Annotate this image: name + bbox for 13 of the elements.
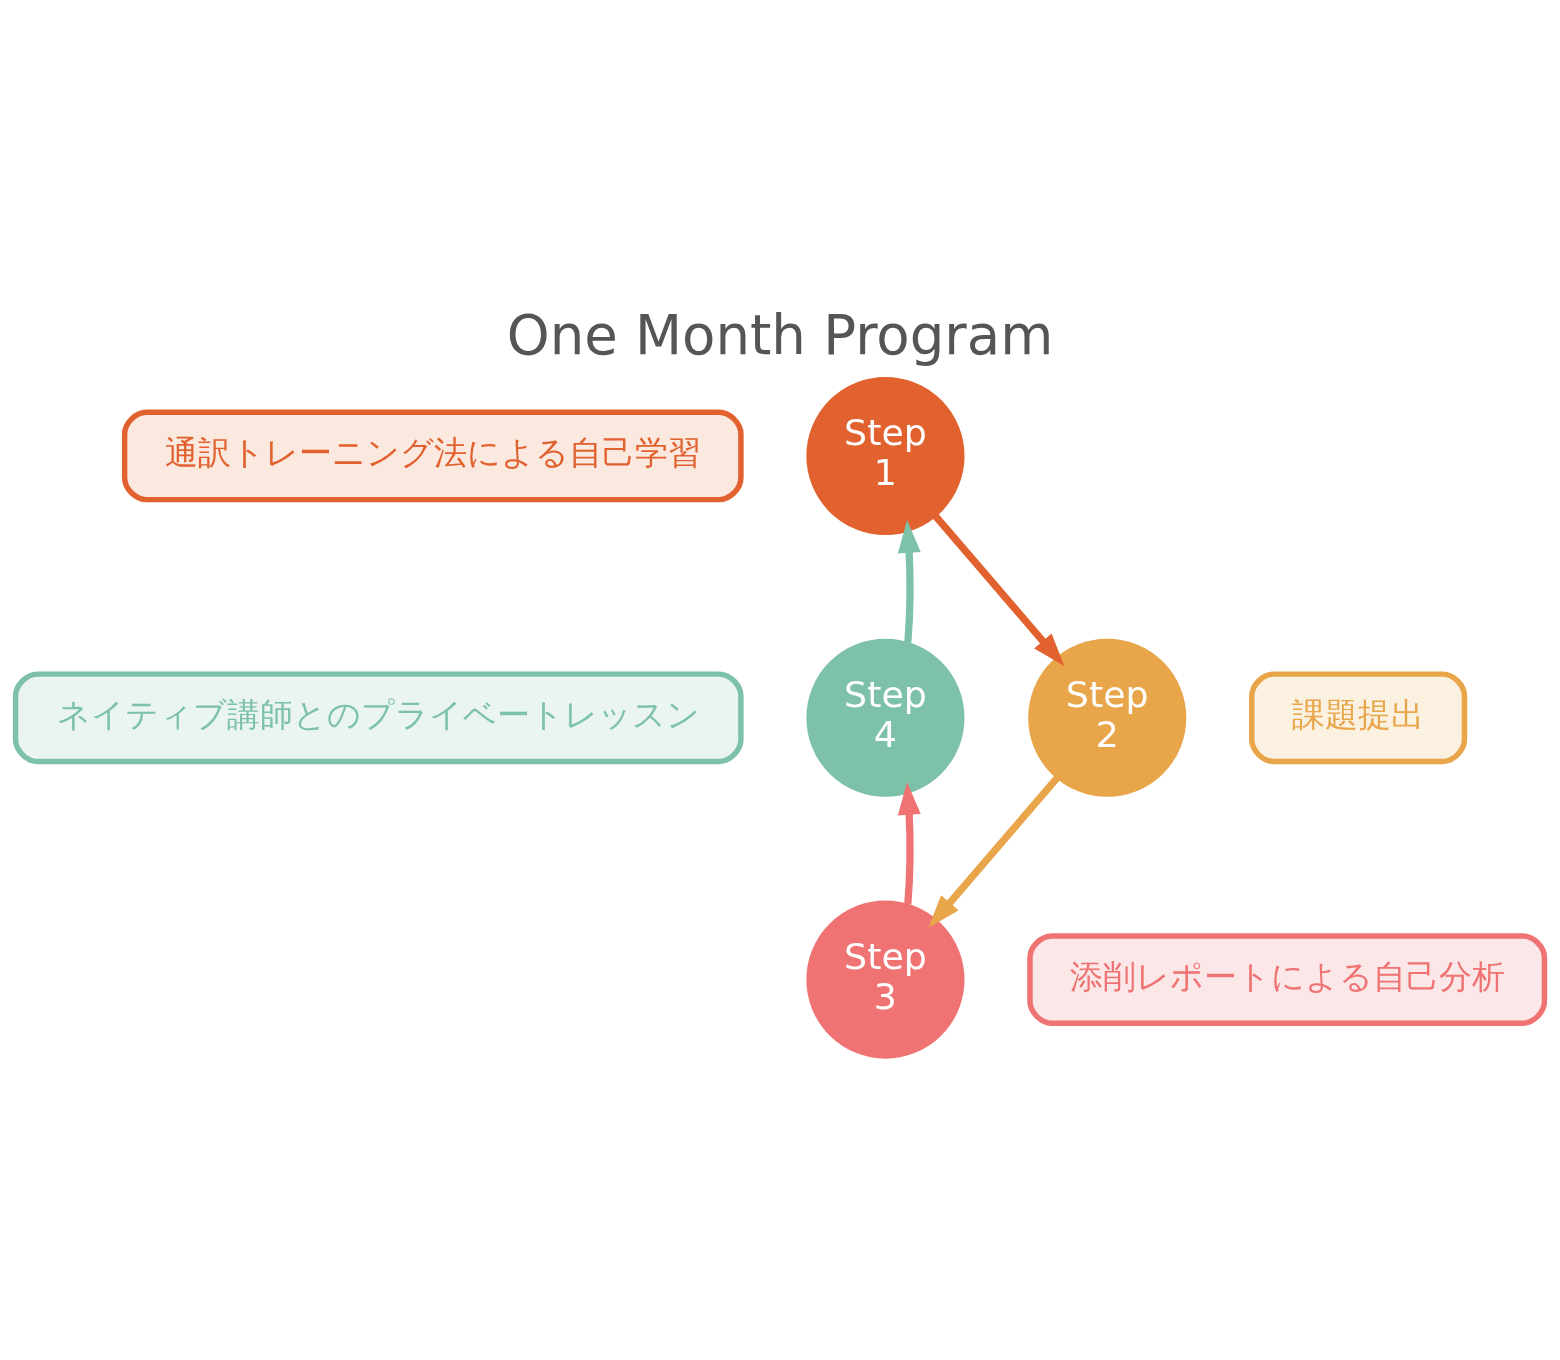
arrow — [897, 781, 921, 905]
node-circle: Step 1 — [806, 376, 965, 535]
arrow — [897, 519, 921, 643]
node-circle: Step 4 — [806, 638, 965, 797]
node-box: 添削レポートによる自己分析 — [1027, 932, 1548, 1026]
node-circle: Step 3 — [806, 899, 965, 1059]
arrow — [928, 775, 1060, 928]
node-box: ネイティブ講師とのプライベートレッスン — [12, 670, 744, 764]
diagram-title: One Month Program — [506, 302, 1054, 367]
node-circle: Step 2 — [1028, 638, 1187, 797]
arrow — [933, 513, 1065, 666]
node-box: 通訳トレーニング法による自己学習 — [121, 409, 744, 502]
node-box: 課題提出 — [1249, 670, 1468, 764]
